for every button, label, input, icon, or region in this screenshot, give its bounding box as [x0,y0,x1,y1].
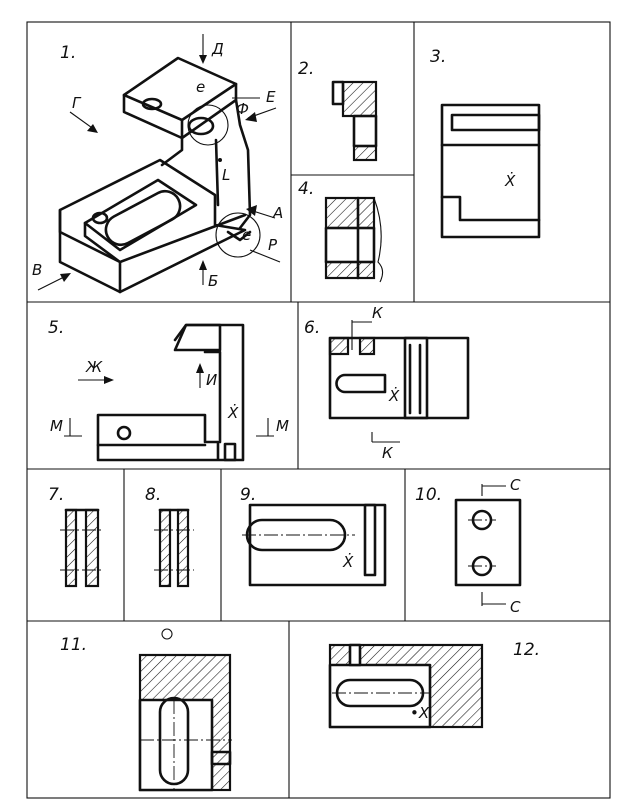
panel-1: 1. [32,34,283,294]
panel-grid [26,21,611,799]
panel-11-number: 11. [60,635,87,655]
isometric-part [58,56,261,294]
label-D: Д [211,40,224,58]
label-C-bottom: С [510,598,521,616]
label-P: Р [268,236,278,254]
label-Zh: Ж [85,358,103,376]
view-arrows [37,34,281,291]
label-F: Ф [236,100,249,118]
panel-6: 6. К К Ẋ [304,304,470,462]
panel-3: 3. Ẋ [430,47,541,239]
panel-9-number: 9. [240,485,256,505]
panel-4-number: 4. [298,179,314,199]
panel-5-number: 5. [48,318,64,338]
panel-3-number: 3. [430,47,446,67]
label-M-right: М [276,417,289,435]
label-e-bottom: е [242,226,251,244]
label-I: И [206,371,217,389]
panel-10: 10. С С [415,476,522,616]
label-e-top: е [196,78,205,96]
panel-12-number: 12. [513,640,540,660]
label-X: •Х [410,704,430,722]
panel-8: 8. [145,485,194,588]
label-L: L [222,166,230,184]
label-C-top: С [510,476,521,494]
label-G: Г [72,94,82,112]
label-X: Ẋ [227,403,239,422]
panel-5: 5. Ж И М М Ẋ [48,318,289,462]
panel-1-number: 1. [60,43,76,63]
label-K-bottom: К [382,444,394,462]
label-B: Б [208,272,218,290]
panel-7-number: 7. [48,485,64,505]
panel-2-number: 2. [298,59,314,79]
panel-7: 7. [48,485,104,588]
label-M-left: М [50,417,63,435]
panel-2: 2. [298,59,378,162]
panel-6-number: 6. [304,318,320,338]
label-K-top: К [372,304,384,322]
panel-4: 4. [298,179,384,283]
label-V: В [32,261,42,279]
panel-8-number: 8. [145,485,161,505]
panel-12: 12. •Х [328,640,540,729]
panel-9: 9. Ẋ [240,485,387,587]
small-circle-mark [161,628,173,640]
label-A: А [272,204,283,222]
label-X: Ẋ [388,386,400,405]
panel-10-number: 10. [415,485,442,505]
panel-11: 11. [60,628,232,792]
label-E: Е [266,88,276,106]
label-X: Ẋ [342,552,354,571]
label-X: Ẋ [504,171,516,190]
